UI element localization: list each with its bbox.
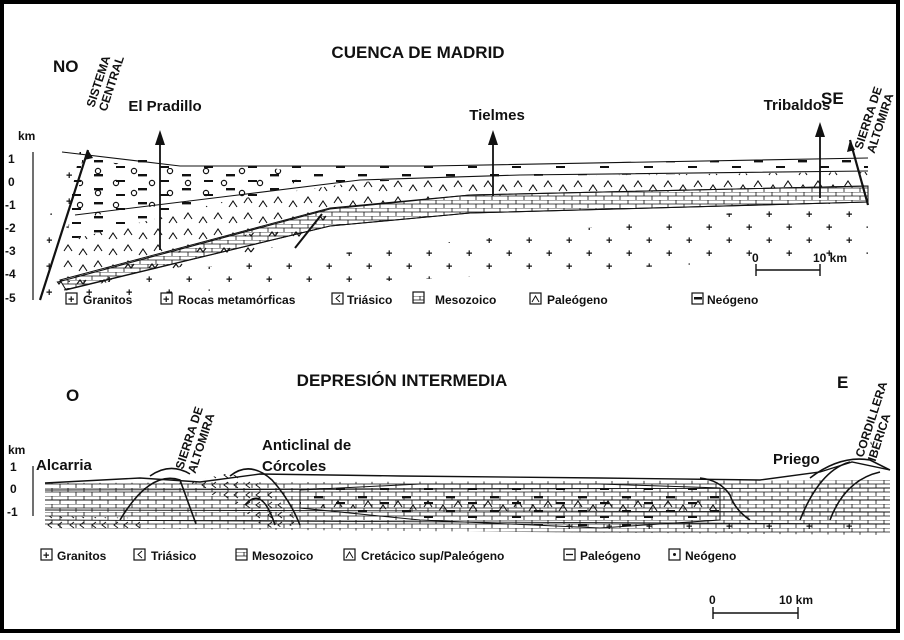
section1-title: CUENCA DE MADRID: [331, 43, 504, 62]
section1-left-direction: NO: [53, 57, 79, 76]
granite-base: [540, 522, 880, 536]
section2-right-range-label: CORDILLERA IBÉRICA: [853, 379, 894, 462]
section1-depth-axis: km 1 0 -1 -2 -3 -4 -5: [5, 129, 35, 305]
place-anticlinal-de-corcoles: Anticlinal de Córcoles: [262, 437, 351, 475]
section2-legend: + Granitos Triásico Mesozoico Cretácico …: [40, 548, 736, 563]
well-label-el-pradillo: El Pradillo: [128, 98, 201, 115]
svg-text:-2: -2: [5, 221, 16, 235]
section2-scale-bar: 0 10 km: [709, 593, 813, 619]
section2-depth-axis: km 1 0 -1: [7, 443, 34, 519]
svg-text:0: 0: [10, 482, 17, 496]
svg-text:+: +: [43, 550, 49, 562]
well-label-tribaldos: Tribaldos: [764, 97, 831, 114]
svg-text:Triásico: Triásico: [347, 293, 392, 307]
well-tielmes: [488, 130, 498, 196]
legend1-mesozoico: Mesozoico: [412, 291, 496, 307]
svg-text:-4: -4: [5, 267, 16, 281]
legend1-neogeno: Neógeno: [691, 292, 758, 307]
svg-text:0: 0: [709, 593, 716, 607]
svg-text:Paleógeno: Paleógeno: [547, 293, 608, 307]
legend2-cretacico-paleogeno: Cretácico sup/Paleógeno: [343, 548, 504, 563]
svg-text:0: 0: [752, 251, 759, 265]
place-priego: Priego: [773, 451, 820, 468]
triassic-left: [45, 516, 140, 530]
well-label-tielmes: Tielmes: [469, 107, 525, 124]
svg-text:km: km: [8, 443, 25, 457]
svg-text:+: +: [163, 294, 169, 306]
svg-text:Rocas metamórficas: Rocas metamórficas: [178, 293, 296, 307]
svg-text:Triásico: Triásico: [151, 549, 196, 563]
svg-text:Paleógeno: Paleógeno: [580, 549, 641, 563]
svg-text:Granitos: Granitos: [57, 549, 107, 563]
section-depresion-intermedia: DEPRESIÓN INTERMEDIA O E SIERRA DE ALTOM…: [7, 371, 894, 619]
svg-text:Cretácico sup/Paleógeno: Cretácico sup/Paleógeno: [361, 549, 504, 563]
conglomerate-layer: [75, 160, 320, 220]
fault-inner: [294, 213, 323, 249]
svg-text:+: +: [68, 294, 74, 306]
svg-text:Neógeno: Neógeno: [707, 293, 758, 307]
svg-text:Córcoles: Córcoles: [262, 458, 326, 475]
legend2-triasico: Triásico: [133, 548, 196, 563]
svg-text:0: 0: [8, 175, 15, 189]
section1-scale-bar: 0 10 km: [752, 251, 847, 276]
well-tribaldos: [815, 122, 825, 198]
section2-left-range-label: SIERRA DE ALTOMIRA: [173, 405, 218, 475]
granite-basement: [40, 200, 868, 300]
well-el-pradillo: [155, 130, 165, 250]
svg-text:10 km: 10 km: [813, 251, 847, 265]
legend1-paleogeno: Paleógeno: [529, 292, 608, 307]
svg-text:-5: -5: [5, 291, 16, 305]
section1-legend: + Granitos + Rocas metamórficas Triásico…: [65, 291, 758, 307]
folds-and-faults: [119, 458, 891, 526]
place-alcarria: Alcarria: [36, 457, 93, 474]
svg-text:10 km: 10 km: [779, 593, 813, 607]
section2-left-direction: O: [66, 386, 79, 405]
section2-title: DEPRESIÓN INTERMEDIA: [297, 371, 508, 390]
svg-text:1: 1: [8, 152, 15, 166]
granite-block-left: [40, 160, 80, 290]
svg-text:-3: -3: [5, 244, 16, 258]
section1-right-range-label: SIERRA DE ALTOMIRA: [852, 85, 897, 155]
section1-right-direction: SE: [821, 89, 844, 108]
svg-text:Granitos: Granitos: [83, 293, 133, 307]
legend1-triasico: Triásico: [331, 292, 392, 307]
svg-text:Anticlinal de: Anticlinal de: [262, 437, 351, 454]
section2-right-direction: E: [837, 373, 848, 392]
legend2-neogeno: Neógeno: [668, 548, 736, 563]
svg-text:-1: -1: [5, 198, 16, 212]
legend1-granitos: + Granitos: [65, 292, 133, 307]
svg-text:-1: -1: [7, 505, 18, 519]
fault-left: [38, 149, 90, 301]
svg-text:Mesozoico: Mesozoico: [435, 293, 496, 307]
svg-text:Neógeno: Neógeno: [685, 549, 736, 563]
section1-left-range-label: SISTEMA CENTRAL: [84, 54, 127, 113]
svg-text:km: km: [18, 129, 35, 143]
legend1-rocas-metamorficas: + Rocas metamórficas: [160, 292, 296, 307]
cretaceous-paleogene: [320, 496, 720, 514]
svg-text:Mesozoico: Mesozoico: [252, 549, 313, 563]
section-cuenca-de-madrid: CUENCA DE MADRID NO SE SISTEMA CENTRAL S…: [5, 43, 897, 307]
legend2-mesozoico: Mesozoico: [235, 548, 313, 563]
legend2-paleogeno: Paleógeno: [563, 548, 641, 563]
paleogene-layer: [60, 172, 868, 280]
legend2-granitos: + Granitos: [40, 548, 107, 563]
fault-right: [848, 139, 870, 206]
anticline-core: [190, 474, 300, 528]
svg-text:1: 1: [10, 460, 17, 474]
